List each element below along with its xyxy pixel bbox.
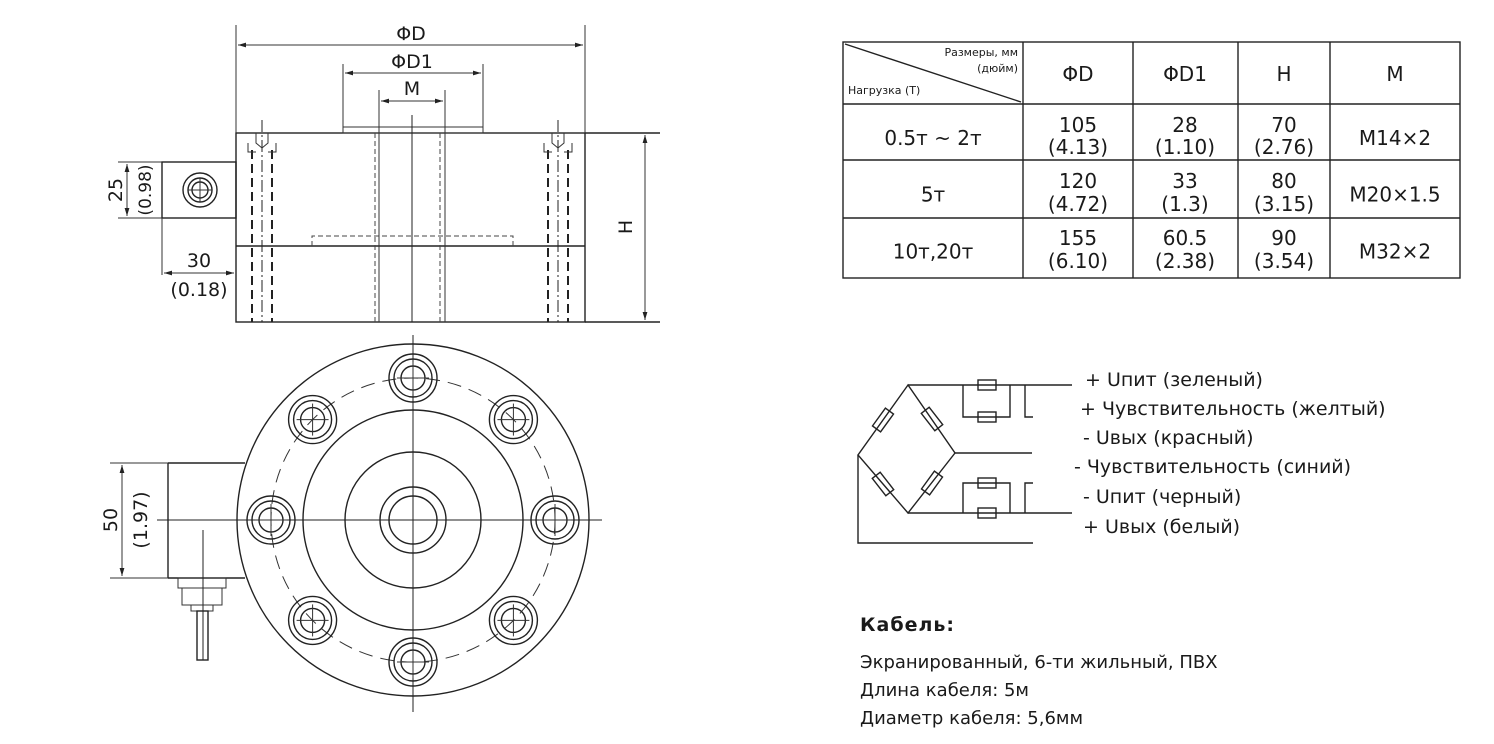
body-outline: [235, 132, 586, 323]
table-value-mm: 28: [1172, 113, 1197, 137]
dim-d-label: ΦD: [396, 23, 426, 45]
wire-label-minus-supply: - Uпит (черный): [1083, 486, 1241, 508]
wire-label-plus-supply: + Uпит (зеленый): [1085, 369, 1263, 391]
dim-25-label: 25: [105, 178, 127, 202]
table-value-inch: (2.76): [1254, 135, 1314, 159]
table-value-mm: 33: [1172, 169, 1197, 193]
table-value-inch: (4.72): [1048, 192, 1108, 216]
table-load-cell: 0.5т ~ 2т: [884, 126, 982, 150]
table-value-mm: 105: [1059, 113, 1097, 137]
table-value-inch: (4.13): [1048, 135, 1108, 159]
table-header-d1: ΦD1: [1163, 62, 1207, 86]
table-value-mm: 120: [1059, 169, 1097, 193]
wire-label-minus-output: - Uвых (красный): [1083, 427, 1254, 449]
cable-title: Кабель:: [860, 614, 955, 636]
table-value-mm: 60.5: [1163, 226, 1208, 250]
connector-box: [161, 161, 237, 219]
cable-line-1: Экранированный, 6-ти жильный, ПВХ: [860, 652, 1218, 673]
table-value-inch: (1.3): [1161, 192, 1208, 216]
table-corner-dimensions: Размеры, мм: [944, 46, 1018, 59]
resistor: [871, 471, 895, 497]
table-corner-load: Нагрузка (Т): [848, 84, 920, 97]
table-thread-cell: M32×2: [1359, 240, 1431, 264]
bolt-hole: [287, 394, 338, 445]
bolt-hole: [246, 495, 296, 545]
cable-line-2: Длина кабеля: 5м: [860, 680, 1029, 701]
resistor: [871, 407, 895, 433]
dim-30-inch-label: (0.18): [170, 279, 227, 301]
bolt-hole: [488, 394, 539, 445]
dim-30-label: 30: [187, 250, 211, 272]
table-value-mm: 70: [1271, 113, 1296, 137]
table-thread-cell: M14×2: [1359, 126, 1431, 150]
dim-m-label: M: [404, 78, 420, 100]
resistor: [920, 406, 944, 432]
wire-label-plus-output: + Uвых (белый): [1083, 516, 1240, 538]
table-corner-inch: (дюйм): [977, 62, 1018, 75]
table-header-h: H: [1276, 62, 1291, 86]
dim-h-label: H: [615, 220, 637, 234]
table-value-inch: (6.10): [1048, 249, 1108, 273]
table-value-inch: (3.15): [1254, 192, 1314, 216]
cable-spec: Кабель: Экранированный, 6-ти жильный, ПВ…: [860, 614, 1218, 729]
dim-d1-label: ΦD1: [391, 51, 433, 73]
table-header-m: M: [1386, 62, 1403, 86]
table-value-inch: (3.54): [1254, 249, 1314, 273]
table-thread-cell: M20×1.5: [1349, 183, 1440, 207]
resistor: [920, 470, 944, 496]
bolt-hole: [287, 595, 338, 646]
table-value-inch: (1.10): [1155, 135, 1215, 159]
plan-view: 50 (1.97): [100, 335, 602, 712]
table-load-cell: 5т: [921, 183, 946, 207]
table-value-mm: 80: [1271, 169, 1296, 193]
dim-25-inch-label: (0.98): [136, 164, 156, 215]
dim-50-inch-label: (1.97): [130, 491, 152, 548]
table-value-inch: (2.38): [1155, 249, 1215, 273]
bolt-hole: [388, 637, 438, 687]
bolt-hole: [388, 353, 438, 403]
side-view: ΦD ΦD1 M 25 (0.98): [105, 23, 660, 323]
table-value-mm: 155: [1059, 226, 1097, 250]
bolt-holes: [246, 353, 580, 687]
bolt-hole: [488, 595, 539, 646]
dim-50-label: 50: [100, 508, 122, 532]
table-load-cell: 10т,20т: [893, 240, 974, 264]
wiring-diagram: + Uпит (зеленый) + Чувствительность (жел…: [857, 369, 1386, 544]
bolt-hole: [530, 495, 580, 545]
table-header-d: ΦD: [1062, 62, 1093, 86]
wire-label-minus-sense: - Чувствительность (синий): [1074, 456, 1351, 478]
cable-line-3: Диаметр кабеля: 5,6мм: [860, 708, 1083, 729]
dimensions-table: Размеры, мм (дюйм) Нагрузка (Т) ΦD ΦD1 H…: [842, 41, 1461, 279]
table-value-mm: 90: [1271, 226, 1296, 250]
wire-label-plus-sense: + Чувствительность (желтый): [1080, 398, 1386, 420]
